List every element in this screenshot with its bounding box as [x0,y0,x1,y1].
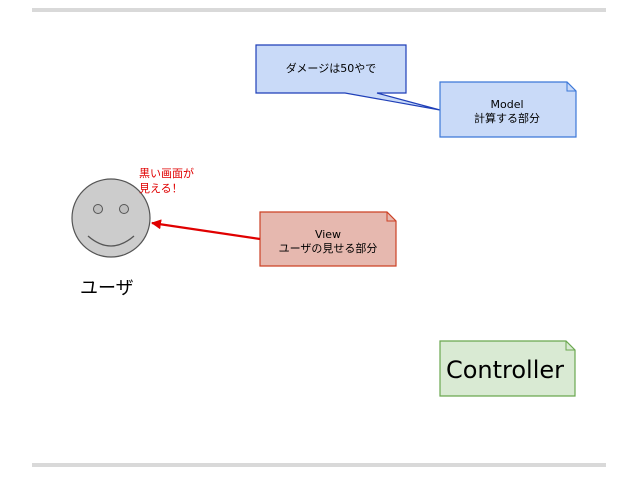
model-box [439,81,577,138]
view-description: ユーザの見せる部分 [278,242,378,255]
top-divider [32,8,606,12]
bottom-divider [32,463,606,467]
speech-bubble [255,44,441,111]
controller-box [439,340,576,397]
model-description: 計算する部分 [474,112,540,125]
view-to-user-arrow [151,219,261,241]
user-smiley-icon [71,178,151,258]
user-label: ユーザ [80,278,134,299]
view-label: View ユーザの見せる部分 [262,228,394,256]
user-note-line1: 黒い画面が [139,167,194,180]
view-title: View [314,228,342,241]
model-fold [566,82,576,92]
controller-fold [565,341,575,351]
model-title: Model [490,98,524,111]
speech-bubble-text: ダメージは50やで [285,62,377,75]
view-box [259,211,397,267]
controller-title: Controller [445,356,565,384]
model-label: Model 計算する部分 [440,98,574,126]
view-fold [386,212,396,222]
user-note: 黒い画面が 見える！ [139,166,194,196]
user-note-line2: 見える！ [139,182,183,195]
